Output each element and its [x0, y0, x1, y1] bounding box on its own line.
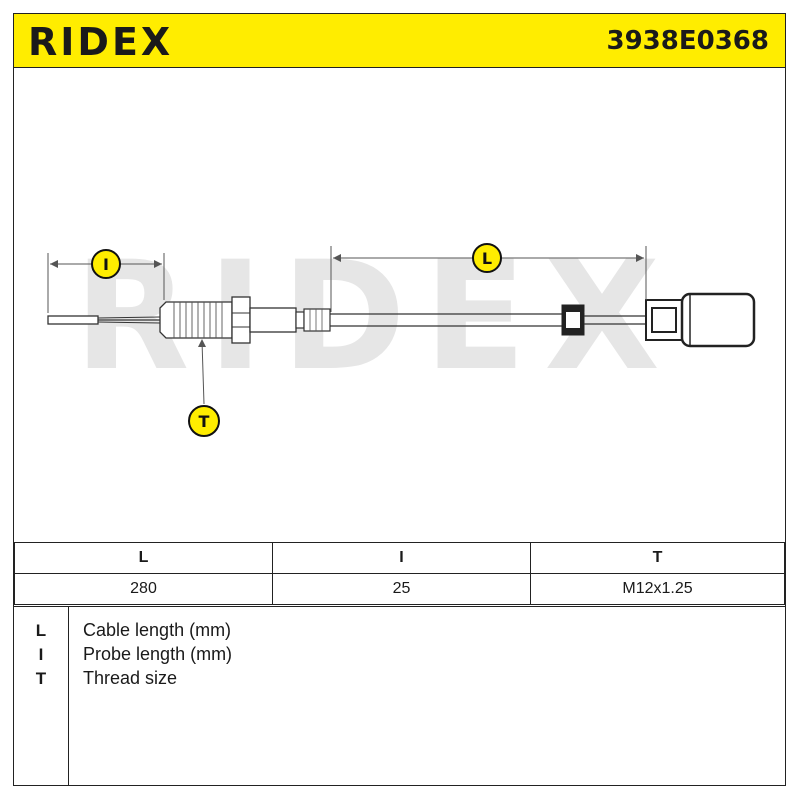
badge-probe-length — [91, 249, 121, 279]
value-cable-length: 280 — [14, 573, 273, 605]
badge-cable-length — [472, 243, 502, 273]
legend-keys-column: L I T — [14, 607, 69, 786]
col-header-i: I — [272, 542, 531, 574]
legend-desc-thread: Thread size — [83, 668, 178, 688]
header-bar: RIDEX 3938E0368 — [14, 14, 785, 68]
value-thread-size: M12x1.25 — [530, 573, 785, 605]
part-number: 3938E0368 — [606, 26, 770, 56]
legend-key-l: L — [35, 621, 47, 640]
spec-table: L I T 280 25 M12x1.25 — [14, 542, 785, 605]
legend-desc-cable: Cable length (mm) — [83, 620, 232, 640]
thread-leader — [201, 340, 205, 405]
legend-desc-probe: Probe length (mm) — [83, 644, 233, 664]
legend-key-t: T — [35, 669, 47, 688]
badge-probe-label: I — [103, 255, 109, 274]
brand-logo: RIDEX — [28, 20, 174, 64]
thread-body — [159, 301, 233, 339]
spec-table-header: L I T — [14, 542, 785, 574]
value-probe-length: 25 — [272, 573, 531, 605]
product-sheet: RIDEX 3938E0368 RIDEX — [13, 13, 786, 786]
legend: L I T Cable length (mm) Probe length (mm… — [14, 606, 785, 786]
spec-table-row: 280 25 M12x1.25 — [14, 573, 785, 605]
col-header-t: T — [530, 542, 785, 574]
probe-tip — [47, 315, 99, 325]
col-header-l: L — [14, 542, 273, 574]
badge-thread-label: T — [199, 412, 210, 431]
badge-cable-label: L — [482, 249, 492, 268]
legend-key-i: I — [38, 645, 44, 664]
badge-thread-size — [188, 405, 220, 437]
technical-drawing: RIDEX — [47, 230, 756, 437]
hex-nut — [231, 296, 251, 344]
